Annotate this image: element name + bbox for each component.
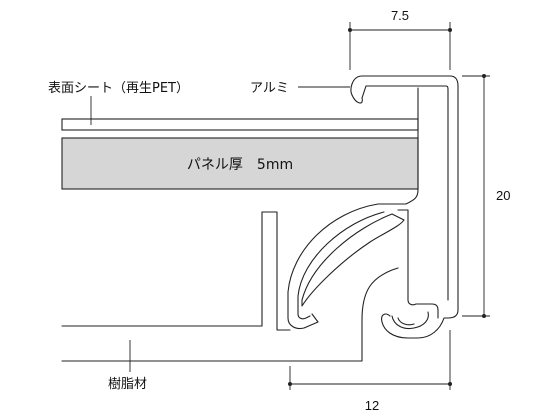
dim-right-value: 20 xyxy=(496,188,510,203)
dim-bottom-dot-right xyxy=(448,382,452,386)
dim-top-value: 7.5 xyxy=(391,8,409,23)
dim-top-dot-right xyxy=(448,28,452,32)
dim-right-dot-bottom xyxy=(482,314,486,318)
aluminum-profile-curved-arm-inner xyxy=(297,211,385,320)
surface-sheet-label: 表面シート（再生PET） xyxy=(48,81,189,96)
aluminum-profile-outer xyxy=(350,75,459,339)
dim-top-dot-left xyxy=(348,28,352,32)
resin-label: 樹脂材 xyxy=(108,377,147,392)
aluminum-profile-inner-top xyxy=(351,85,449,301)
surface-sheet-strip xyxy=(61,118,419,131)
aluminum-profile-clip-inner xyxy=(397,317,415,326)
panel-board xyxy=(61,137,419,190)
dim-bottom-dot-left xyxy=(288,382,292,386)
aluminum-profile-curved-arm-outer xyxy=(287,203,379,330)
aluminum-label: アルミ xyxy=(250,81,289,96)
aluminum-profile-upper-wall xyxy=(377,87,419,205)
aluminum-profile-clip xyxy=(391,311,429,330)
resin-core-inner xyxy=(301,213,405,307)
aluminum-profile-lower-hook xyxy=(397,209,439,319)
panel-thickness-label: パネル厚 5mm xyxy=(187,157,293,173)
dim-bottom-value: 12 xyxy=(365,398,379,413)
resin-base-bottom-edge xyxy=(61,267,399,362)
resin-base-top-edge xyxy=(61,211,291,331)
dim-right-dot-top xyxy=(482,74,486,78)
